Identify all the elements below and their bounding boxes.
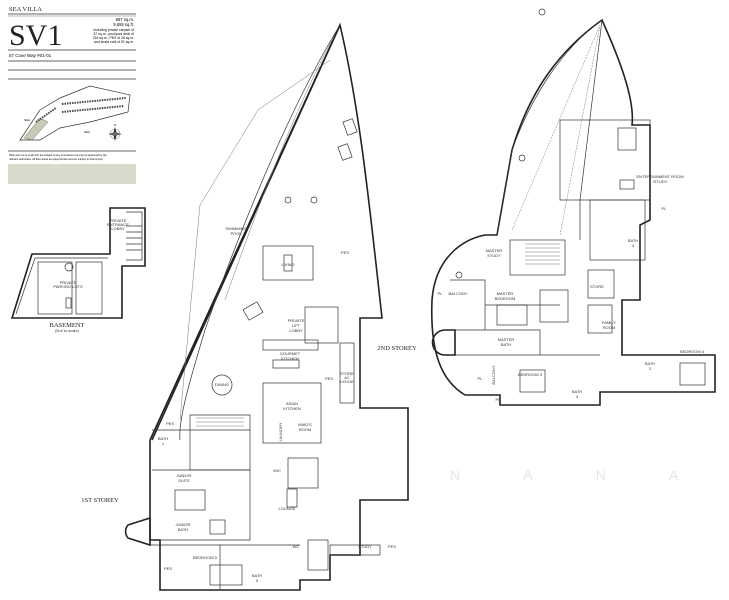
room-label: STORE (590, 284, 604, 289)
room-label: BEDROOM 4 (680, 349, 705, 354)
room-label: BATH (158, 436, 168, 441)
room-label: FAMILY (602, 320, 616, 325)
room-label: ROOM (603, 325, 615, 330)
room-label: PES (166, 421, 174, 426)
room-label: PRIVATE (60, 280, 77, 285)
first-storey-plan: SWIMMING POOL LIVING PES PRIVATE LIFT LO… (81, 22, 409, 591)
room-label: LIFT (292, 323, 301, 328)
room-label: LAUNDRY (278, 422, 283, 441)
room-label: BATH (501, 342, 511, 347)
room-label: PRIVATE (288, 318, 305, 323)
room-label: LOBBY (111, 226, 125, 231)
room-label: BATH (178, 527, 188, 532)
room-label: PES (164, 566, 172, 571)
room-label: 4 (632, 243, 635, 248)
room-label: ENTERTAINMENT ROOM (636, 174, 683, 179)
site-map: SEA SEA N (19, 85, 131, 141)
room-label: LOUNGE (279, 506, 296, 511)
room-label: 2 (649, 366, 652, 371)
room-label: JUNIOR (176, 522, 191, 527)
room-label: KITCHEN (281, 356, 299, 361)
area-note-line: 216 sq.m., PES of 26 sq.m. (93, 36, 134, 40)
room-label: 3 (576, 394, 579, 399)
room-label: LOBBY (289, 328, 303, 333)
room-label: ENTRANCE (107, 222, 129, 227)
room-label: 5 (256, 578, 259, 583)
room-label: STUDY (358, 544, 372, 549)
room-label: POOL (230, 231, 242, 236)
room-label: PL (496, 397, 502, 402)
area-sqft: 9,655 sq.ft. (113, 22, 134, 27)
room-label: MASTER (498, 337, 515, 342)
basement-title: BASEMENT (49, 322, 84, 329)
area-sqm: 897 sq.m. (116, 17, 134, 22)
second-storey-title: 2ND STOREY (377, 345, 417, 352)
room-label: PES (388, 544, 396, 549)
room-label: BALCONY (491, 365, 496, 384)
basement-plan: PRIVATE ENTRANCE LOBBY PRIVATE PARKING L… (10, 207, 146, 333)
north-label: N (114, 123, 116, 127)
room-label: BATH (628, 238, 638, 243)
watermark: N A N A (450, 467, 708, 483)
room-label: WIC (273, 468, 281, 473)
site-label-sea: SEA (24, 118, 30, 122)
room-label: MAID'S (298, 422, 312, 427)
address: 57 Cove Way #01-01 (9, 53, 52, 58)
area-note-line: and strata void of 91 sq.m. (94, 40, 134, 44)
room-label: MASTER (486, 248, 503, 253)
room-label: GOURMET (280, 351, 301, 356)
room-label: /STUDY (653, 179, 668, 184)
area-note-line: 87 sq.m., pool/pool deck of (93, 32, 134, 36)
room-label: PRIVATE (110, 218, 127, 223)
room-label: PL (662, 206, 668, 211)
room-label: KITCHEN (283, 406, 301, 411)
basement-subtitle: (Not to scale) (55, 328, 79, 333)
info-panel: SEA VILLA SV1 897 sq.m. 9,655 sq.ft. inc… (8, 6, 136, 184)
site-label-sea: SEA (84, 130, 90, 134)
room-label: BEDROOM 5 (193, 555, 218, 560)
room-label: JUNIOR (177, 473, 192, 478)
room-label: ASIAN (286, 401, 298, 406)
first-storey-title: 1ST STOREY (81, 497, 119, 504)
room-label: BEDROOM 3 (518, 372, 543, 377)
disclaimer-line: Plans are not to scale and are subject t… (9, 153, 107, 157)
room-label: PL (478, 376, 484, 381)
unit-type: SV1 (9, 19, 62, 52)
room-label: DINING (215, 382, 229, 387)
second-storey-plan: ENTERTAINMENT ROOM /STUDY PL BATH 4 MAST… (377, 8, 716, 406)
room-label: LIVING (281, 262, 294, 267)
room-label: BATH (572, 389, 582, 394)
room-label: PL (438, 291, 444, 296)
room-label: MASTER (497, 291, 514, 296)
room-label: AC (344, 375, 350, 380)
room-label: STORE (340, 371, 354, 376)
room-label: STUDY (487, 253, 501, 258)
room-label: BATH (252, 573, 262, 578)
color-band (8, 164, 136, 184)
room-label: PES (325, 376, 333, 381)
room-label: BATH (645, 361, 655, 366)
room-label: ROOM (299, 427, 311, 432)
disclaimer-line: relevant authorities. All floor areas ar… (9, 157, 104, 161)
room-label: 1 (162, 441, 165, 446)
project-name: SEA VILLA (9, 6, 42, 13)
room-label: LEDGE (340, 379, 354, 384)
room-label: PARKING LOTS (53, 284, 83, 289)
compass-north-icon: N (108, 123, 122, 141)
area-note-line: including private carpark of (93, 28, 134, 32)
room-label: PES (341, 250, 349, 255)
room-label: SUITE (178, 478, 190, 483)
room-label: WC (293, 544, 300, 549)
room-label: BEDROOM (495, 296, 516, 301)
room-label: BALCONY (448, 291, 467, 296)
room-label: SWIMMING (225, 226, 246, 231)
